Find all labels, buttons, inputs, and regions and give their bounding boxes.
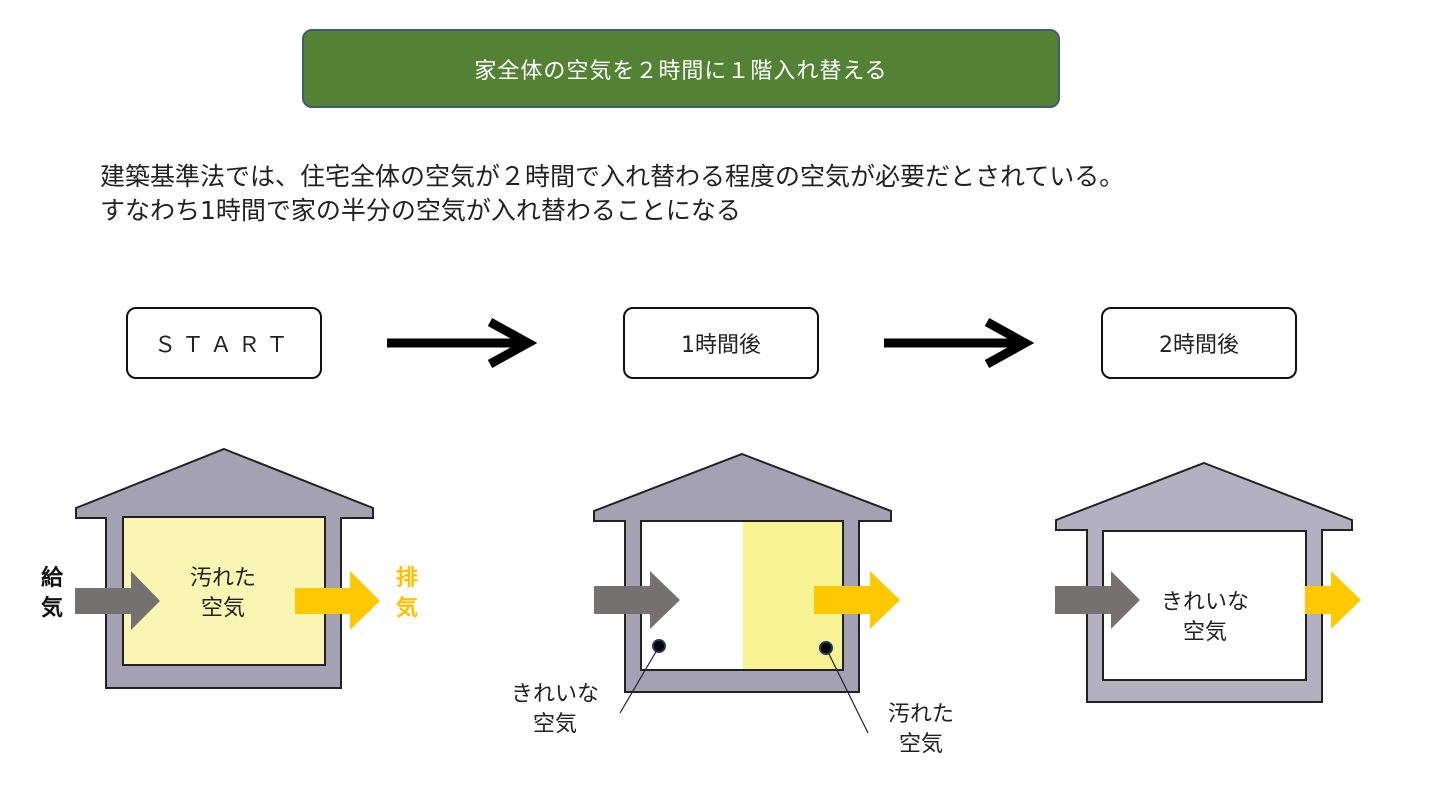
clean-air-label-3: きれいな空気 [1160,590,1249,645]
exhaust-label: 排気 [395,566,418,621]
description-line-1: 建築基準法では、住宅全体の空気が２時間で入れ替わる程度の空気が必要だとされている… [100,162,1125,191]
step-2-hours: 2時間後 [1101,307,1297,379]
clean-air-label: きれいな空気 [510,682,599,737]
flow-arrow-2 [884,318,1035,368]
flow-arrow-1 [387,318,538,368]
description-line-2: すなわち1時間で家の半分の空気が入れ替わることになる [100,196,741,225]
title-banner: 家全体の空気を２時間に１階入れ替える [302,29,1060,108]
exhaust-arrow [295,571,380,630]
step-start: ＳＴＡＲＴ [126,307,322,379]
house-start [75,447,380,689]
step-1-hour: 1時間後 [623,307,819,379]
dirty-air-label-2: 汚れた空気 [887,702,954,757]
supply-label: 給気 [40,566,63,621]
supply-arrow [75,571,160,630]
description: 建築基準法では、住宅全体の空気が２時間で入れ替わる程度の空気が必要だとされている… [100,160,1124,228]
house-1-hour [593,452,900,734]
house-2-hours [1055,461,1361,703]
dirty-air-label: 汚れた空気 [189,566,256,621]
